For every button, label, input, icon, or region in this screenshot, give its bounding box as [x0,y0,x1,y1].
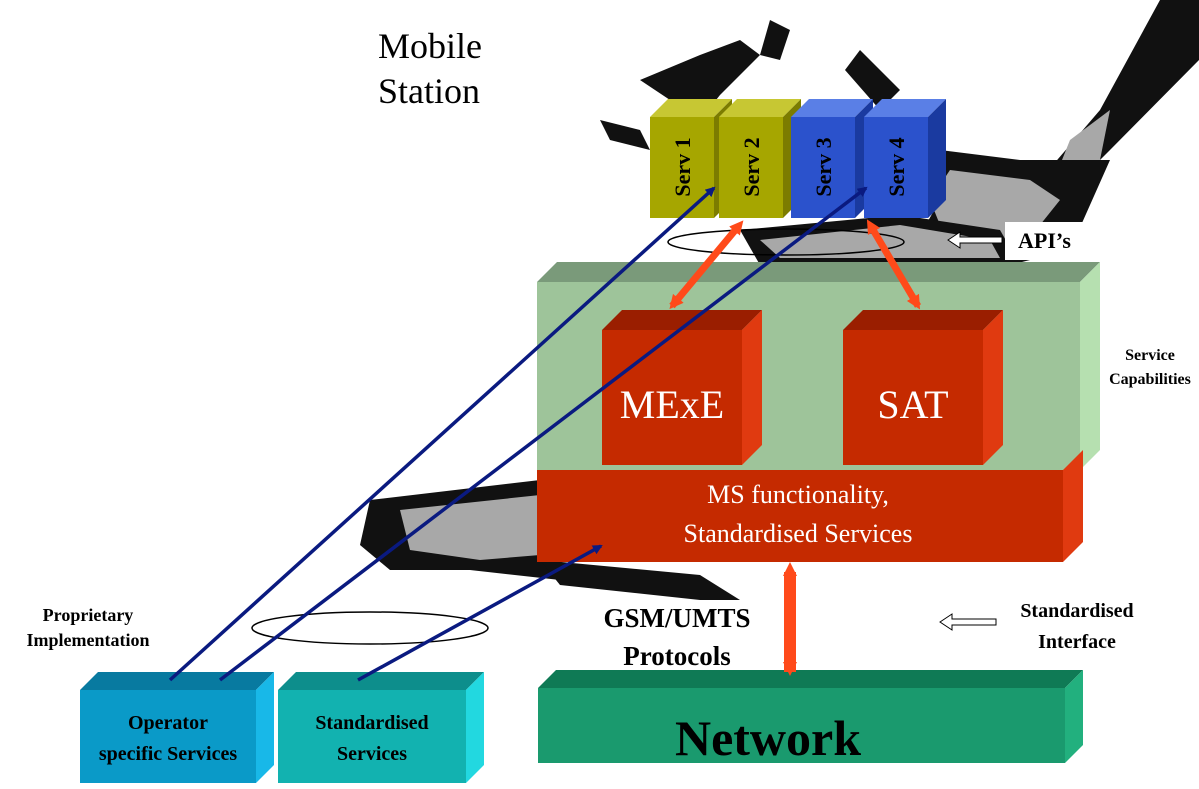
service-cube-3: Serv 3 [791,99,873,218]
protocols-line-1: GSM/UMTS [603,603,750,633]
service-label-3: Serv 3 [811,137,836,196]
protocols-label: GSM/UMTS Protocols [603,603,750,671]
ms-functionality-line-1: MS functionality, [707,480,889,509]
apis-label: API’s [1018,228,1071,253]
interface-pointer-arrow [939,613,997,631]
protocols-line-2: Protocols [623,641,730,671]
api-pointer-arrow [947,231,1003,249]
api-label-group: API’s [947,222,1095,260]
service-cube-4: Serv 4 [864,99,946,218]
services-ellipse [251,611,489,645]
mobile-station-title: Mobile Station [378,26,482,111]
service-cubes: Serv 1 Serv 2 Serv 3 Serv 4 [650,99,946,218]
sat-label: SAT [877,382,948,427]
service-label-2: Serv 2 [739,137,764,196]
standardised-services-line-2: Services [337,743,407,765]
service-capabilities-line-2: Capabilities [1109,371,1191,388]
proprietary-implementation-label: Proprietary Implementation [27,605,150,650]
mexe-block: MExE [602,310,762,465]
ms-functionality-line-2: Standardised Services [684,519,913,548]
api-arrow-mexe [669,220,744,310]
service-capabilities-line-1: Service [1125,347,1175,364]
standardised-services-block: Standardised Services [278,672,484,783]
title-line-2: Station [378,71,480,111]
download-arrow-operator-to-serv2 [168,186,716,682]
download-arrow-standard-to-ms [357,544,603,682]
sat-block: SAT [843,310,1003,465]
standardised-interface-label: Standardised Interface [939,600,1134,653]
title-line-1: Mobile [378,26,482,66]
capabilities-side-face [1080,262,1100,470]
download-arrow-operator-to-serv4 [218,186,868,682]
service-label-4: Serv 4 [884,137,909,196]
operator-line-1: Operator [128,712,208,734]
operator-line-2: specific Services [99,743,237,765]
network-label: Network [675,710,861,766]
standardised-services-line-1: Standardised [315,712,428,734]
standardised-interface-line-1: Standardised [1020,600,1133,622]
proprietary-line-1: Proprietary [43,605,134,625]
network-block: Network [538,670,1083,766]
standardised-interface-line-2: Interface [1038,631,1116,653]
api-arrow-sat [866,219,922,310]
ms-functionality-block: MS functionality, Standardised Services [537,450,1083,562]
operator-services-block: Operator specific Services [80,672,274,783]
proprietary-line-2: Implementation [27,630,150,650]
service-label-1: Serv 1 [670,137,695,196]
mexe-label: MExE [620,382,724,427]
service-cube-2: Serv 2 [719,99,801,218]
service-capabilities-label: Service Capabilities [1109,347,1191,388]
